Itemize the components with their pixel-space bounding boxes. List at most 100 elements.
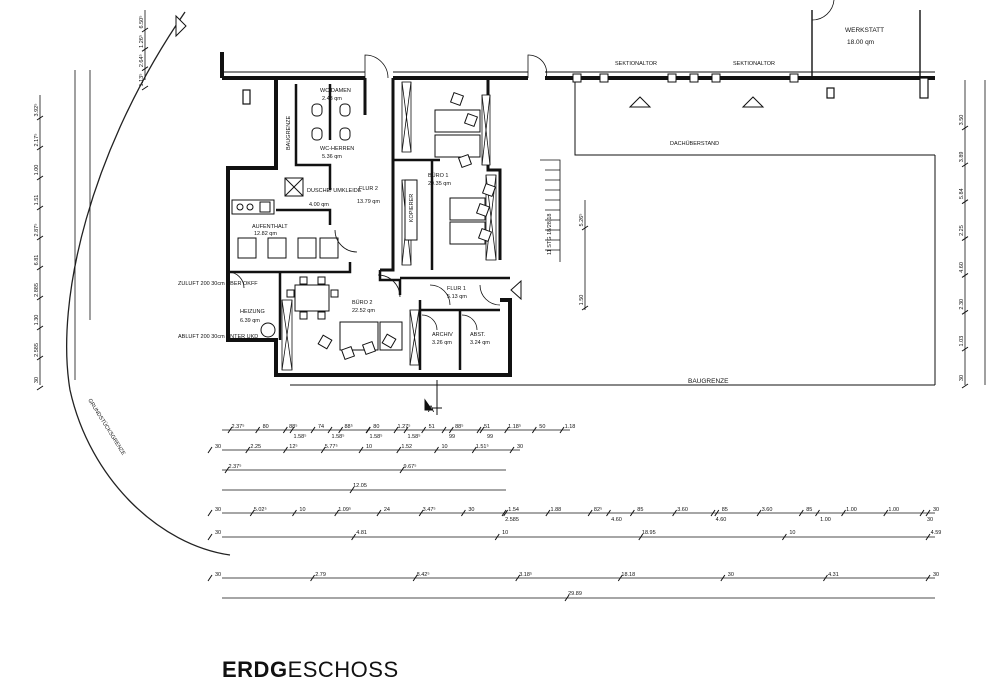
dimension-tick [227, 426, 233, 434]
dimension-label: 4.81 [356, 530, 367, 536]
dimension-tick [249, 509, 255, 517]
dimension-tick [36, 295, 44, 301]
dimension-tick [399, 466, 405, 474]
dimension-label: 9.67⁵ [404, 463, 417, 470]
dimension-label: 30 [34, 377, 40, 383]
dimension-tick [207, 509, 213, 517]
dimension-label: 2.885 [34, 283, 40, 297]
dimension-tick [710, 509, 716, 517]
dimension-label: 1.58⁵ [294, 433, 307, 440]
dimension-label: 4.60 [611, 517, 622, 523]
dimension-tick [606, 509, 611, 517]
dimension-label: 30 [468, 507, 474, 513]
staircase [540, 159, 561, 262]
dimension-label: 4.31 [828, 572, 839, 578]
dimension-tick [961, 346, 969, 352]
dimension-tick [36, 235, 44, 241]
dimension-tick [476, 426, 482, 434]
dimension-tick [720, 574, 726, 582]
dimension-label: 30 [959, 375, 965, 381]
dimension-label: 88⁵ [344, 423, 352, 430]
room-heizung-area: 6.39 qm [240, 318, 260, 324]
dimension-label: 30 [728, 572, 734, 578]
dimension-label: 4.60 [959, 262, 965, 273]
dimension-label: 2.64⁵ [138, 54, 145, 67]
dimension-tick [494, 533, 500, 541]
dimension-label: 1.00 [820, 517, 831, 523]
dimension-label: 80 [373, 424, 379, 430]
dimension-label: 3.18⁵ [519, 571, 532, 578]
dimension-label: 51 [484, 424, 490, 430]
dimension-label: 2.79 [315, 572, 326, 578]
dimension-label: 2.25 [959, 225, 965, 236]
dimension-tick [925, 509, 931, 517]
dimension-tick [629, 509, 635, 517]
section-marker-label: A [428, 404, 434, 414]
dimension-tick [358, 446, 364, 454]
dimension-tick [141, 85, 149, 91]
dimension-label: 3.47⁵ [423, 506, 436, 513]
zuluft-note: ZULUFT 200 30cm ÜBER OKFF [178, 280, 258, 287]
dimension-tick [883, 509, 889, 517]
dimension-tick [756, 509, 762, 517]
dimension-tick [672, 509, 678, 517]
dimension-label: 18.18 [621, 572, 635, 578]
dimension-tick [421, 426, 427, 434]
dimension-label: 1.00 [846, 507, 857, 513]
dimension-label: 30 [517, 444, 523, 450]
dimension-label: 85 [637, 507, 643, 513]
dimension-tick [919, 509, 925, 517]
dimension-label: 99 [449, 434, 455, 440]
dimension-label: 1.88 [551, 507, 562, 513]
sectional-doors [572, 73, 799, 83]
dimension-tick [418, 509, 424, 517]
dimension-label: 1.30 [34, 315, 40, 326]
dimension-tick [617, 574, 623, 582]
dimension-label: 3.60 [677, 507, 688, 513]
dimension-tick [638, 533, 644, 541]
dimension-label: 1.09⁵ [338, 506, 351, 513]
dimension-tick [961, 125, 969, 131]
baugrenze-label-bottom: BAUGRENZE [688, 378, 729, 385]
room-aufenthalt-area: 12.82 qm [254, 231, 277, 237]
room-archiv-area: 3.26 qm [432, 340, 452, 346]
dimension-label: 2.37⁵ [232, 423, 245, 430]
room-wc-damen-area: 2.48 qm [322, 96, 342, 102]
dimension-tick [448, 426, 454, 434]
dimension-label: 1.27⁵ [398, 423, 411, 430]
dimension-label: 2.87⁵ [33, 224, 40, 237]
room-buero2-area: 22.52 qm [352, 308, 375, 314]
dimension-label: 8.42⁵ [417, 571, 430, 578]
dimension-label: 1.26⁵ [138, 35, 145, 48]
dimension-tick [36, 115, 44, 121]
dimension-tick [531, 426, 537, 434]
room-labels: WC-DAMEN 2.48 qm WC-HERREN 5.36 qm DUSCH… [240, 27, 884, 346]
room-buero1-area: 29.35 qm [428, 181, 451, 187]
door-swings [227, 0, 835, 331]
dimension-tick [961, 199, 969, 205]
dimension-tick [581, 225, 589, 231]
dimension-ticks [36, 27, 969, 602]
dimension-label: 3.89 [959, 151, 965, 162]
dimension-tick [245, 446, 251, 454]
dimension-label: 1.00 [34, 165, 40, 176]
dimension-label: 1.51⁵ [476, 443, 489, 450]
dimension-tick [823, 574, 828, 582]
dimension-label: 2.585 [34, 343, 40, 357]
dimension-label: 3.60 [762, 507, 773, 513]
dimension-label: 30 [927, 517, 933, 523]
interior-walls [228, 84, 510, 370]
dimension-label: 85 [806, 507, 812, 513]
dimension-label: 2.25 [250, 444, 261, 450]
room-buero1-name: BÜRO 1 [428, 172, 448, 179]
dimension-tick [961, 162, 969, 168]
dimension-tick [349, 486, 355, 494]
room-buero2-name: BÜRO 2 [352, 299, 372, 306]
dimension-tick [338, 426, 344, 434]
dimension-label: 6.81 [34, 255, 40, 266]
dimension-tick [961, 236, 969, 241]
dimension-label: 88⁵ [289, 423, 297, 430]
property-boundary-arc [66, 11, 231, 556]
